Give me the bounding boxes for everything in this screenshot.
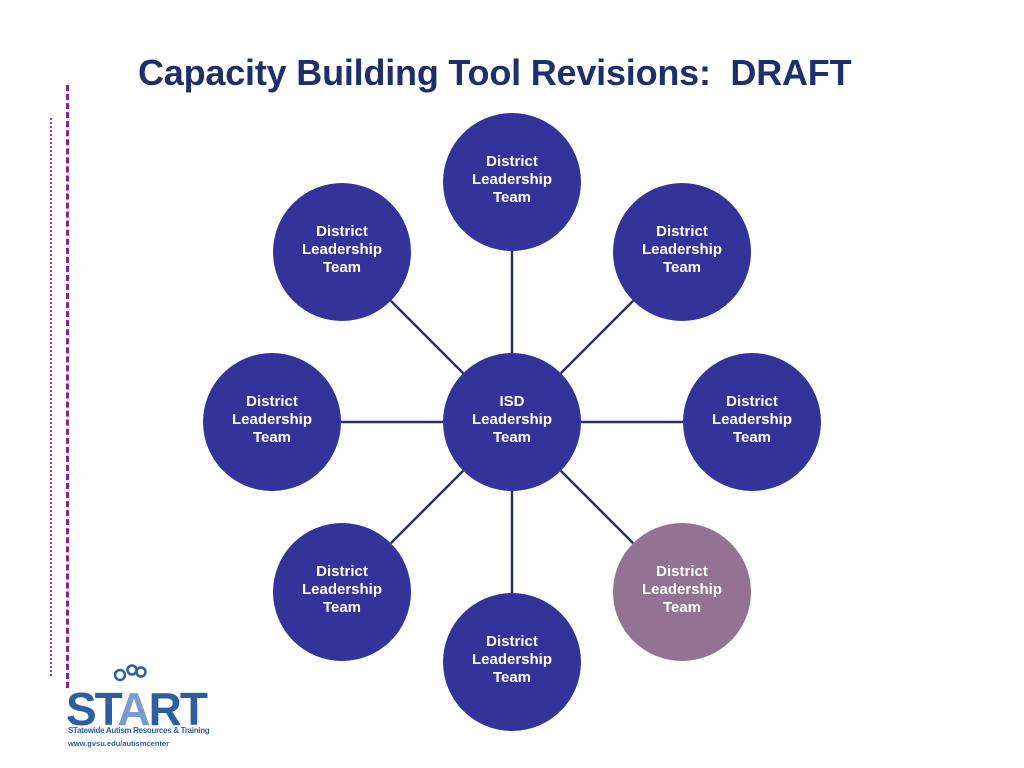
isd-leadership-team-node (443, 353, 581, 491)
district-leadership-team-label-line: Team (662, 599, 702, 616)
district-leadership-team-label-line: District (656, 563, 708, 580)
decorative-dotted-rail (50, 118, 52, 676)
district-leadership-team-label-line: Leadership (711, 411, 793, 428)
district-leadership-team-label-line: Team (492, 669, 532, 686)
node-circles (203, 113, 821, 731)
district-leadership-team-label-line: District (486, 633, 538, 650)
connector-line (389, 469, 465, 545)
district-leadership-team-label-line: Leadership (641, 241, 723, 258)
district-leadership-team-label-line: District (316, 563, 368, 580)
district-leadership-team-label-line: Leadership (641, 581, 723, 598)
district-leadership-team-label-line: Leadership (301, 241, 383, 258)
district-leadership-team-label-line: Leadership (471, 651, 553, 668)
logo-tagline: STatewide Autism Resources & Training (68, 726, 210, 735)
district-leadership-team-label-line: District (656, 223, 708, 240)
district-leadership-team-label-line: Team (732, 429, 772, 446)
isd-leadership-team-label-line: Team (492, 429, 532, 446)
district-leadership-team-label-line: Team (322, 259, 362, 276)
connector-line (559, 299, 635, 375)
logo-url: www.gvsu.edu/autismcenter (68, 739, 169, 748)
district-leadership-team-node (613, 183, 751, 321)
connector-lines (341, 251, 683, 593)
district-leadership-team-node (203, 353, 341, 491)
district-leadership-team-node (443, 593, 581, 731)
district-leadership-team-node (613, 523, 751, 661)
district-leadership-team-label-line: Leadership (231, 411, 313, 428)
district-leadership-team-node (273, 183, 411, 321)
logo-figures-icon (113, 664, 147, 682)
district-leadership-team-node (273, 523, 411, 661)
district-leadership-team-label-line: Leadership (471, 171, 553, 188)
district-leadership-team-label-line: Team (492, 189, 532, 206)
start-logo: START STatewide Autism Resources & Train… (66, 662, 210, 762)
district-leadership-team-label-line: District (726, 393, 778, 410)
logo-wordmark: START (66, 683, 208, 735)
district-leadership-team-node (443, 113, 581, 251)
district-leadership-team-label-line: Leadership (301, 581, 383, 598)
district-leadership-team-node (683, 353, 821, 491)
district-leadership-team-label-line: Team (662, 259, 702, 276)
district-leadership-team-label-line: District (246, 393, 298, 410)
isd-leadership-team-label-line: ISD (499, 393, 525, 410)
district-leadership-team-label-line: District (316, 223, 368, 240)
district-leadership-team-label-line: Team (252, 429, 292, 446)
connector-line (389, 299, 465, 375)
district-leadership-team-label-line: Team (322, 599, 362, 616)
district-leadership-team-label-line: District (486, 153, 538, 170)
slide-title: Capacity Building Tool Revisions: DRAFT (138, 52, 852, 93)
isd-leadership-team-label-line: Leadership (471, 411, 553, 428)
decorative-dashed-rail (66, 85, 69, 688)
connector-line (559, 469, 635, 545)
